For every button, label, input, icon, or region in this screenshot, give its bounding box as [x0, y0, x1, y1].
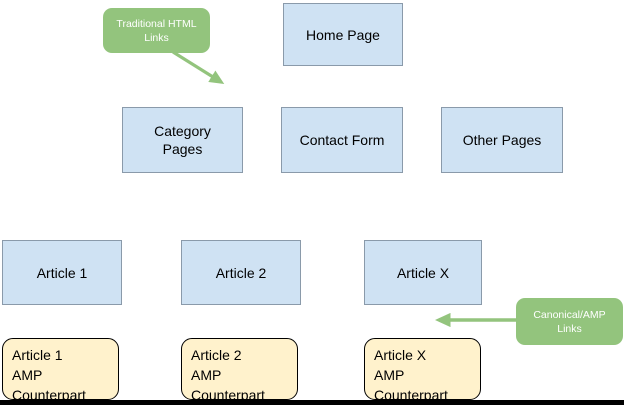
node-other-pages-label: Other Pages — [462, 132, 542, 148]
node-home-page: Home Page — [283, 3, 403, 66]
canonical-links-arrow-icon — [434, 312, 517, 328]
node-article-1-label: Article 1 — [36, 264, 88, 281]
node-category-pages-label: Category Pages — [154, 123, 211, 157]
node-article-2-label: Article 2 — [215, 264, 267, 281]
node-article-2-amp-counterpart: Article 2 AMP Counterpart — [181, 338, 298, 403]
callout-canonical-amp-links: Canonical/AMP Links — [516, 298, 623, 345]
node-category-pages: Category Pages — [122, 107, 243, 173]
node-home-page-label: Home Page — [306, 26, 380, 43]
node-contact-form-label: Contact Form — [299, 132, 385, 148]
node-article-x-amp-counterpart: Article X AMP Counterpart — [364, 338, 481, 403]
node-article-2: Article 2 — [181, 240, 301, 305]
node-article-x-label: Article X — [396, 264, 450, 281]
callout-traditional-html-links: Traditional HTML Links — [103, 8, 210, 53]
traditional-links-arrow-icon — [172, 50, 225, 85]
bottom-edge-bar — [0, 400, 624, 405]
node-other-pages: Other Pages — [441, 107, 563, 173]
node-article-1-amp-counterpart: Article 1 AMP Counterpart — [2, 338, 119, 403]
node-article-1: Article 1 — [2, 240, 122, 305]
node-contact-form: Contact Form — [281, 107, 403, 173]
node-article-x: Article X — [364, 240, 482, 305]
